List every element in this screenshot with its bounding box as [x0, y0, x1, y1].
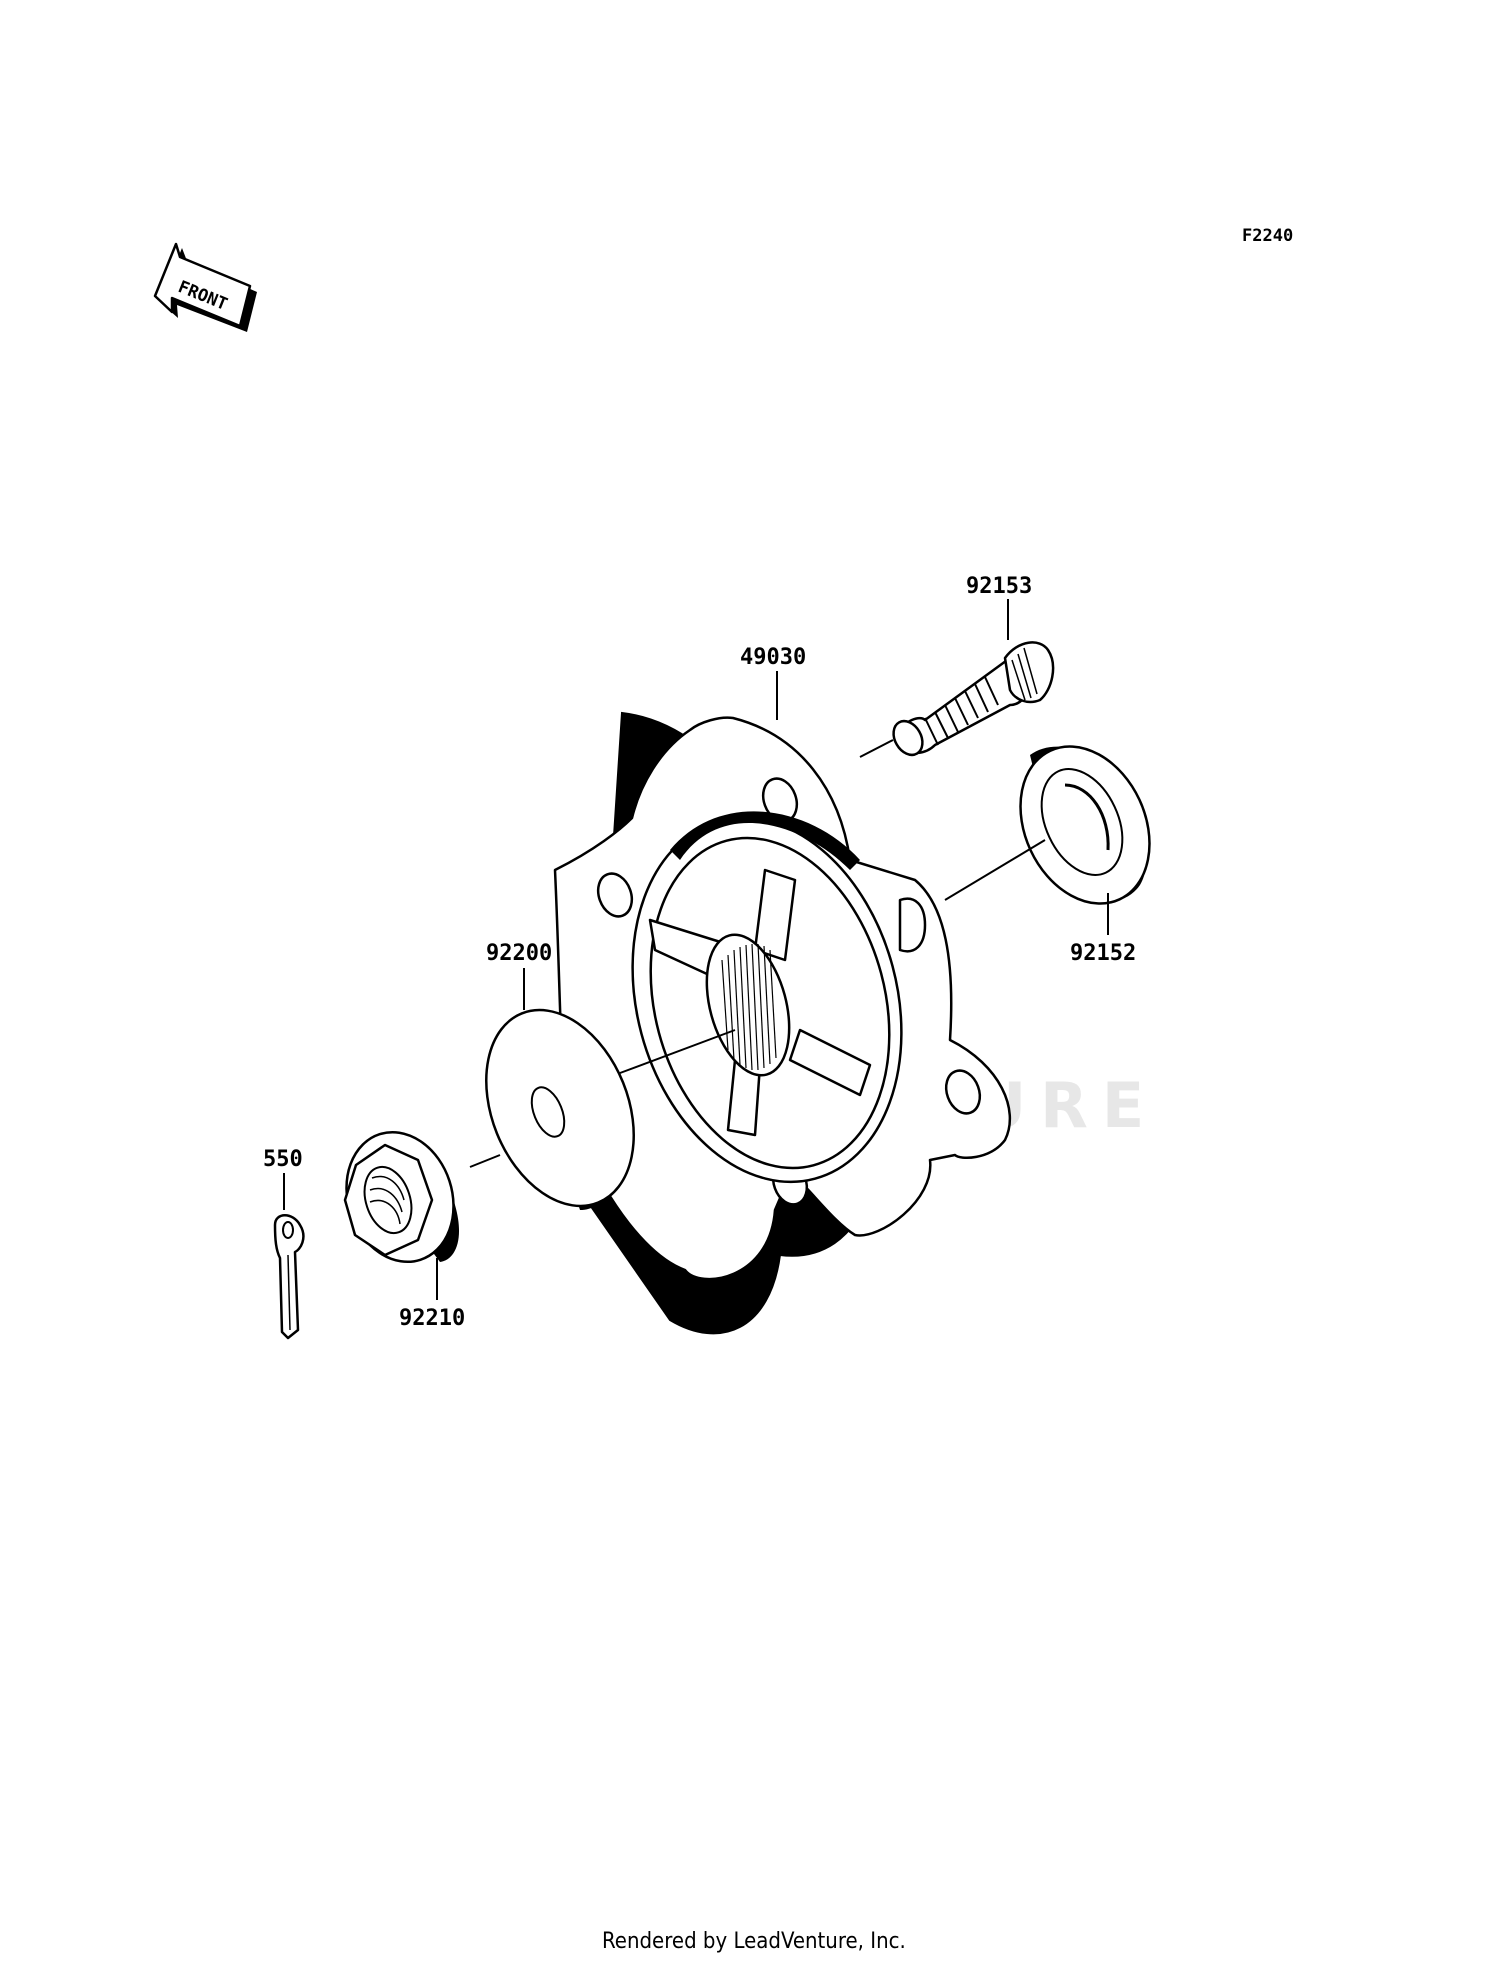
footer-credit: Rendered by LeadVenture, Inc. [602, 1929, 906, 1954]
label-nut[interactable]: 92210 [399, 1306, 465, 1331]
front-arrow-icon: FRONT [153, 242, 257, 332]
label-stud[interactable]: 92153 [966, 574, 1032, 599]
spline-pattern [721, 943, 777, 1071]
leader-nut-a [469, 1154, 501, 1168]
seal-part[interactable] [996, 725, 1174, 924]
leader-seal-a [944, 839, 1046, 901]
label-seal[interactable]: 92152 [1070, 941, 1136, 966]
label-hub[interactable]: 49030 [740, 645, 806, 670]
nut-part[interactable] [330, 1118, 470, 1276]
label-washer[interactable]: 92200 [486, 941, 552, 966]
leader-stud-a [859, 739, 894, 758]
stud-part[interactable] [888, 641, 1055, 760]
hub-part[interactable] [553, 711, 1012, 1335]
washer-part[interactable] [459, 988, 662, 1228]
diagram-code: F2240 [1242, 226, 1293, 246]
cotter-pin-part[interactable] [273, 1214, 305, 1340]
label-cotter-pin[interactable]: 550 [263, 1147, 303, 1172]
leader-washer-a [619, 1029, 736, 1074]
